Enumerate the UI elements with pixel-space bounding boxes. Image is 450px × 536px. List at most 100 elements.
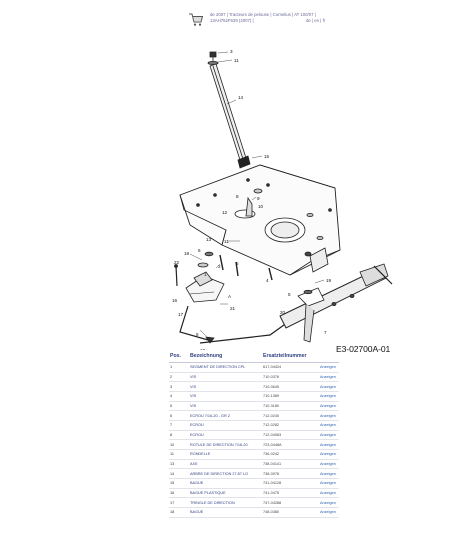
row-part-number: 738-0978 <box>262 468 319 480</box>
header-action <box>319 351 339 363</box>
callout-14: 14 <box>238 95 244 100</box>
row-action-cell: Anzeigen <box>319 430 339 441</box>
row-description: ROTULE DE DIRECTION 7/16-20 <box>189 439 262 451</box>
show-part-link[interactable]: Anzeigen <box>320 491 336 496</box>
callout-2: 2 <box>218 264 221 269</box>
row-description: ECROU 7/16-20 - GR 2 <box>189 410 262 422</box>
row-pos: 13 <box>169 459 189 470</box>
callout-22: 22 <box>174 260 180 265</box>
show-part-link[interactable]: Anzeigen <box>320 404 336 409</box>
show-part-link[interactable]: Anzeigen <box>320 452 336 457</box>
header-pos: Pos. <box>169 351 189 363</box>
part-callouts: 3 11 14 15 8 9 10 12 13 11 2 5 18 4 19 5… <box>172 49 332 350</box>
callout-11: 11 <box>234 58 239 63</box>
show-part-link[interactable]: Anzeigen <box>320 365 336 370</box>
diagram-linework <box>174 51 393 344</box>
show-part-link[interactable]: Anzeigen <box>320 500 336 505</box>
row-part-number: 741-04128 <box>262 478 319 489</box>
show-part-link[interactable]: Anzeigen <box>320 394 336 399</box>
callout-A: A <box>228 294 232 299</box>
row-description: VIS <box>189 391 262 402</box>
callout-5b: 5 <box>288 292 291 297</box>
callout-19: 19 <box>326 278 332 283</box>
breadcrumb[interactable]: de 2007 | Tracteurs de pelouse | Corneli… <box>210 12 316 23</box>
callout-12: 12 <box>222 210 228 215</box>
row-part-number: 710-0376 <box>262 372 319 383</box>
callout-7: 7 <box>324 330 327 335</box>
row-part-number: 741-0475 <box>262 488 319 499</box>
show-part-link[interactable]: Anzeigen <box>320 442 336 447</box>
row-action-cell: Anzeigen <box>319 507 339 518</box>
row-part-number: 712-0282 <box>262 420 319 431</box>
row-action-cell: Anzeigen <box>319 391 339 402</box>
show-part-link[interactable]: Anzeigen <box>320 433 336 438</box>
row-description: TRINGLE DE DIRECTION <box>189 497 262 509</box>
row-action-cell: Anzeigen <box>319 468 339 480</box>
callout-13: 13 <box>206 237 212 242</box>
row-action-cell: Anzeigen <box>319 401 339 412</box>
row-pos: 11 <box>169 449 189 460</box>
row-description: BAGUE <box>189 478 262 489</box>
row-part-number: 738-04141 <box>262 459 319 470</box>
row-pos: 2 <box>169 372 189 383</box>
diagram-code: E3-02700A-01 <box>336 344 391 354</box>
row-action-cell: Anzeigen <box>319 497 339 509</box>
table-header-row: Pos. Bezeichnung Ersatzteilnummer <box>169 351 339 363</box>
language-links[interactable]: de | en | fr <box>306 18 326 23</box>
row-part-number: 617-04424 <box>262 362 319 373</box>
row-pos: 3 <box>169 381 189 392</box>
row-action-cell: Anzeigen <box>319 362 339 373</box>
header-part-number: Ersatzteilnummer <box>262 351 319 363</box>
show-part-link[interactable]: Anzeigen <box>320 384 336 389</box>
row-action-cell: Anzeigen <box>319 449 339 460</box>
show-part-link[interactable]: Anzeigen <box>320 462 336 467</box>
show-part-link[interactable]: Anzeigen <box>320 510 336 515</box>
row-action-cell: Anzeigen <box>319 439 339 451</box>
row-pos: 1 <box>169 362 189 373</box>
show-part-link[interactable]: Anzeigen <box>320 423 336 428</box>
row-pos: 7 <box>169 420 189 431</box>
row-description: BAGUE <box>189 507 262 518</box>
row-action-cell: Anzeigen <box>319 488 339 499</box>
row-part-number: 710-1389 <box>262 391 319 402</box>
exploded-parts-diagram: 3 11 14 15 8 9 10 12 13 11 2 5 18 4 19 5… <box>160 40 420 350</box>
callout-4: 4 <box>266 278 269 283</box>
callout-15: 15 <box>264 154 270 159</box>
show-part-link[interactable]: Anzeigen <box>320 481 336 486</box>
show-part-link[interactable]: Anzeigen <box>320 471 336 476</box>
row-description: VIS <box>189 401 262 412</box>
show-part-link[interactable]: Anzeigen <box>320 413 336 418</box>
row-action-cell: Anzeigen <box>319 381 339 392</box>
row-action-cell: Anzeigen <box>319 420 339 431</box>
show-part-link[interactable]: Anzeigen <box>320 375 336 379</box>
callout-3: 3 <box>230 49 233 54</box>
shopping-cart-icon[interactable] <box>188 12 204 28</box>
row-action-cell: Anzeigen <box>319 478 339 489</box>
callout-10: 10 <box>258 204 264 209</box>
row-description: ARBRE DE DIRECTION 27.87 LG <box>189 468 262 480</box>
row-description: ECROU <box>189 420 262 431</box>
row-pos: 15 <box>169 478 189 489</box>
row-description: VIS <box>189 381 262 392</box>
diagram-drawing: 3 11 14 15 8 9 10 12 13 11 2 5 18 4 19 5… <box>172 49 393 350</box>
callout-1: 1 <box>204 272 207 277</box>
callout-10b: 10 <box>200 348 206 350</box>
row-pos: 14 <box>169 468 189 480</box>
row-pos: 18 <box>169 507 189 518</box>
callout-6b: 6 <box>196 332 199 337</box>
row-part-number: 736-0242 <box>262 449 319 460</box>
row-pos: 8 <box>169 430 189 441</box>
